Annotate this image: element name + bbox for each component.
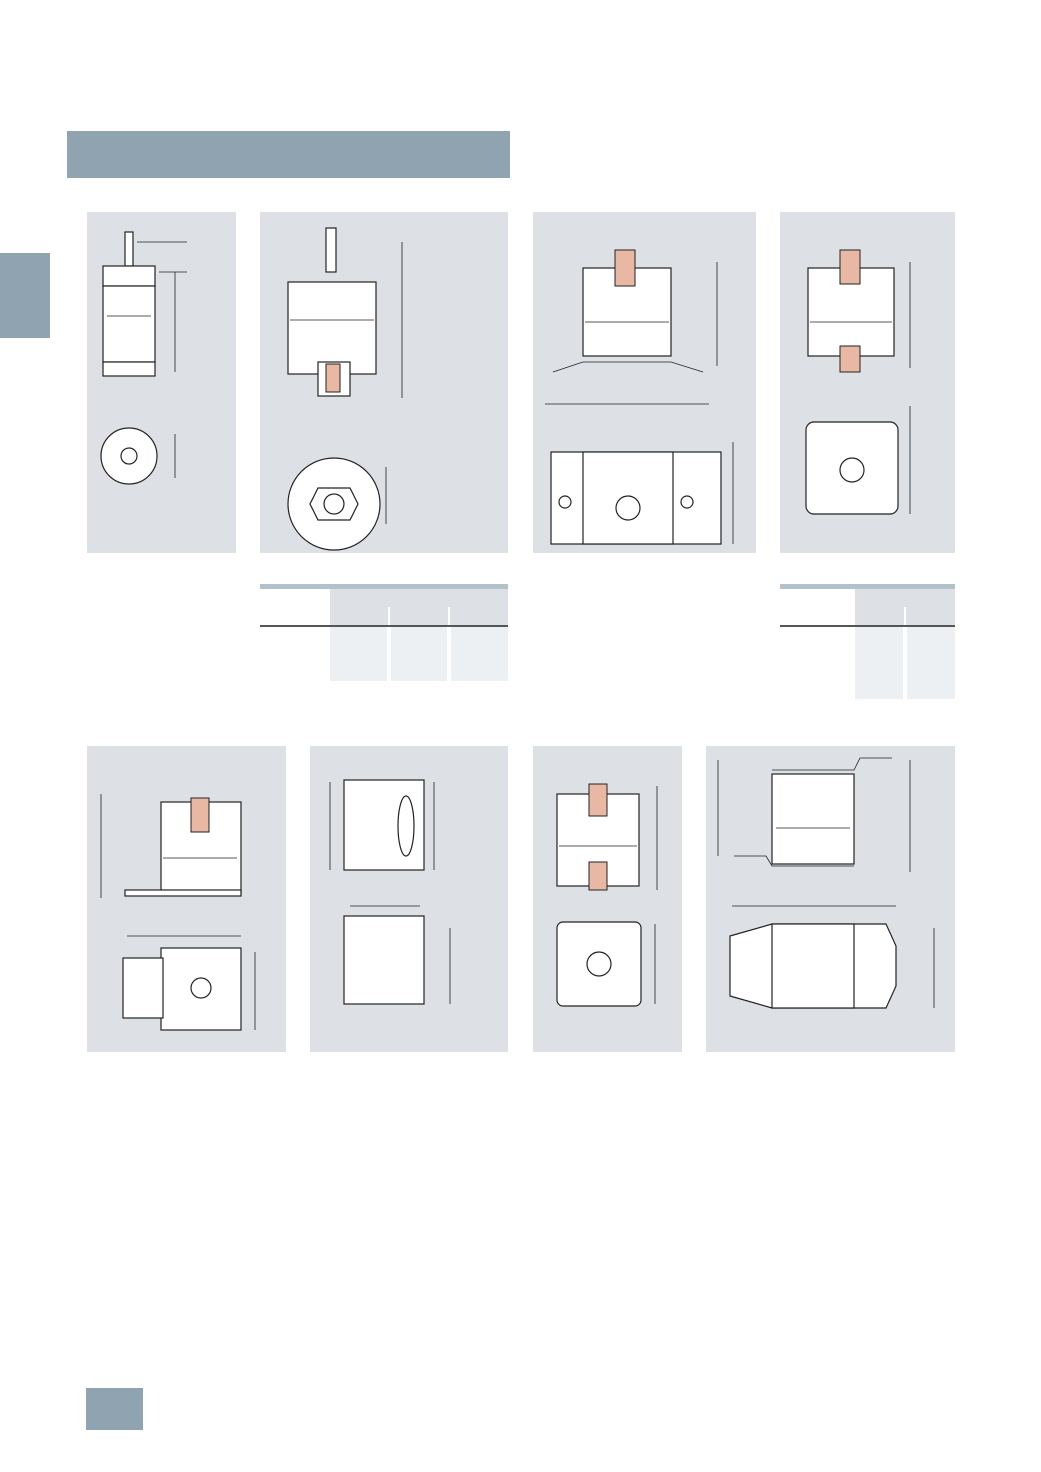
drawing-panel-8 — [706, 746, 955, 1052]
fuse-drawing — [100, 231, 187, 485]
fuse-drawing — [556, 783, 658, 1007]
fuse-drawing — [100, 794, 256, 1031]
fuse-drawing — [329, 779, 451, 1005]
page-number-box — [86, 1388, 143, 1430]
fuse-drawing — [805, 249, 911, 515]
drawing-panel-7 — [533, 746, 682, 1052]
drawing-panel-3 — [533, 212, 756, 553]
drawing-panel-5 — [87, 746, 286, 1052]
fuse-drawing — [545, 249, 734, 545]
drawing-panel-4 — [780, 212, 955, 553]
drawing-panel-1 — [87, 212, 236, 553]
section-header-bar — [67, 131, 510, 178]
drawing-panel-6 — [310, 746, 508, 1052]
drawing-panel-2 — [260, 212, 508, 553]
fuse-drawing — [717, 757, 935, 1009]
fuse-drawing — [287, 227, 403, 551]
side-tab — [0, 253, 50, 338]
